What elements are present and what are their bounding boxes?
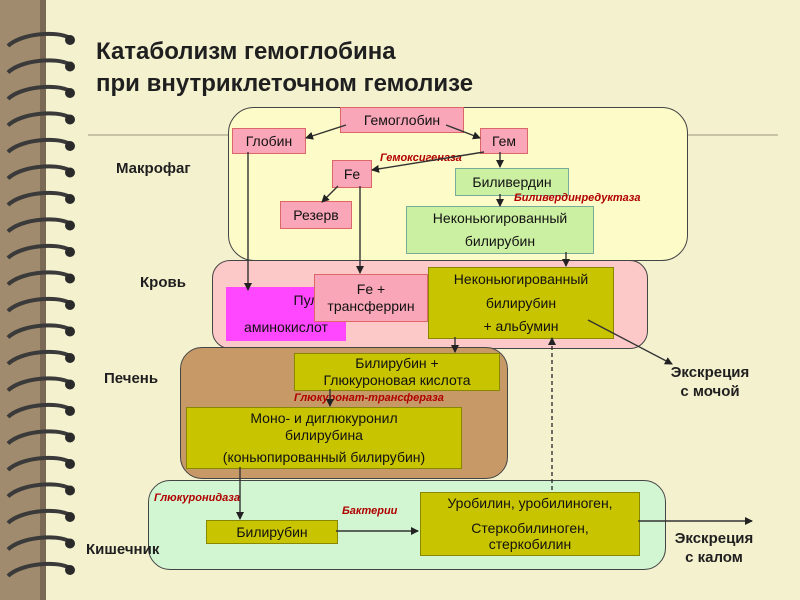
node-bilirubin-glucuronic-acid-line-2: Глюкуроновая кислота xyxy=(323,372,471,388)
node-unconjugated-bilirubin: Неконьюгированный билирубин xyxy=(406,206,594,254)
binding-ring xyxy=(6,508,71,525)
binding-ring xyxy=(6,111,71,128)
node-unconjugated-bilirubin-albumin-line-2: билирубин xyxy=(485,294,557,311)
node-mono-diglucuronide-line-1: Моно- и диглюкуронил xyxy=(250,409,398,426)
binding-hole xyxy=(65,379,75,390)
title-line-1: Катаболизм гемоглобина xyxy=(96,38,396,65)
node-mono-diglucuronide-line-2: билирубина xyxy=(285,426,363,443)
excretion-urine-line-1: Экскреция xyxy=(670,364,750,381)
binding-hole xyxy=(65,194,75,204)
binding-hole xyxy=(65,141,75,151)
enzyme-glucuronidase: Глюкуронидаза xyxy=(154,492,240,504)
binding-ring xyxy=(6,535,71,552)
node-hemoglobin: Гемоглобин xyxy=(340,107,464,133)
node-fe-transferrin-line-2: трансферрин xyxy=(327,298,415,314)
binding-ring xyxy=(6,58,71,75)
node-heme: Гем xyxy=(480,128,528,154)
node-mono-diglucuronide: Моно- и диглюкуронил билирубина (коньюпи… xyxy=(186,407,462,469)
binding-hole xyxy=(65,485,75,496)
binding-hole xyxy=(65,247,75,257)
node-unconjugated-bilirubin-albumin-line-3: + альбумин xyxy=(483,318,559,335)
binding-hole xyxy=(65,538,75,549)
arrow-heme-to-fe xyxy=(371,151,485,173)
binding-hole xyxy=(65,432,75,443)
row-label-intestine: Кишечник xyxy=(86,541,160,558)
excretion-feces-line-2: с калом xyxy=(685,548,743,566)
binding-ring xyxy=(6,243,71,260)
node-amino-acid-pool-line-2: аминокислот xyxy=(244,319,328,335)
binding-hole xyxy=(65,326,75,337)
node-fe-transferrin: Fe + трансферрин xyxy=(314,274,428,322)
binding-hole xyxy=(65,273,75,284)
row-label-liver: Печень xyxy=(104,370,159,387)
binding-hole xyxy=(65,406,75,416)
binding-ring xyxy=(6,217,71,234)
row-label-blood: Кровь xyxy=(140,274,186,291)
spiral-binding xyxy=(0,0,75,600)
excretion-feces: Экскреция с калом xyxy=(660,530,768,568)
binding-hole xyxy=(65,88,75,98)
node-fe: Fe xyxy=(332,160,372,188)
binding-hole xyxy=(65,565,75,575)
binding-ring xyxy=(6,561,71,578)
arrow-hemoglobin-to-heme xyxy=(445,124,481,140)
row-label-macrophage: Макрофаг xyxy=(116,160,191,177)
node-urobilin-stercobilin-line-2: Стеркобилиноген, xyxy=(471,519,589,536)
node-unconjugated-bilirubin-albumin: Неконьюгированный билирубин + альбумин xyxy=(428,267,614,339)
node-bilirubin-glucuronic-acid-line-1: Билирубин + xyxy=(355,355,439,372)
node-globin: Глобин xyxy=(232,128,306,154)
node-urobilin-stercobilin-line-3: стеркобилин xyxy=(488,536,572,553)
binding-hole xyxy=(65,61,75,72)
binding-ring xyxy=(6,402,71,419)
node-unconjugated-bilirubin-albumin-line-1: Неконьюгированный xyxy=(453,270,589,287)
binding-ring xyxy=(6,429,71,446)
arrow-albumin-to-urine xyxy=(587,319,673,365)
binding-hole xyxy=(65,512,75,522)
binding-ring xyxy=(6,323,71,340)
binding-ring xyxy=(6,482,71,499)
binding-hole xyxy=(65,459,75,469)
arrow-hemoglobin-to-globin xyxy=(305,124,347,140)
binding-ring xyxy=(6,349,71,366)
node-biliverdin: Биливердин xyxy=(455,168,569,196)
binding-hole xyxy=(65,220,75,231)
node-amino-acid-pool-line-1: Пул xyxy=(293,292,319,309)
binding-ring xyxy=(6,164,71,181)
binding-hole xyxy=(65,167,75,178)
binding-ring xyxy=(6,31,71,48)
excretion-feces-line-1: Экскреция xyxy=(674,530,754,547)
binding-ring xyxy=(6,84,71,101)
enzyme-biliverdin-reductase: Биливердинредуктаза xyxy=(514,192,641,204)
title-line-2: при внутриклеточном гемолизе xyxy=(96,70,474,97)
node-reserve: Резерв xyxy=(280,201,352,229)
enzyme-heme-oxygenase: Гемоксигеназа xyxy=(380,152,462,164)
node-fe-transferrin-line-1: Fe + xyxy=(356,281,386,298)
binding-ring xyxy=(6,190,71,207)
binding-ring xyxy=(6,270,71,287)
arrow-fe-to-reserve xyxy=(321,185,339,203)
binding-ring xyxy=(6,455,71,472)
node-unconjugated-bilirubin-line-2: билирубин xyxy=(464,233,536,249)
node-urobilin-stercobilin: Уробилин, уробилиноген, Стеркобилиноген,… xyxy=(420,492,640,556)
binding-hole xyxy=(65,114,75,125)
node-urobilin-stercobilin-line-1: Уробилин, уробилиноген, xyxy=(447,494,613,511)
node-gut-bilirubin: Билирубин xyxy=(206,520,338,544)
binding-ring xyxy=(6,296,71,313)
binding-ring xyxy=(6,376,71,393)
excretion-urine-line-2: с мочой xyxy=(680,382,740,400)
binding-hole xyxy=(65,35,75,45)
node-unconjugated-bilirubin-line-1: Неконьюгированный xyxy=(432,210,568,227)
binding-hole xyxy=(65,353,75,363)
node-bilirubin-glucuronic-acid: Билирубин + Глюкуроновая кислота xyxy=(294,353,500,391)
node-mono-diglucuronide-line-3: (коньюпированный билирубин) xyxy=(222,449,426,466)
binding-ring xyxy=(6,137,71,154)
enzyme-bacteria: Бактерии xyxy=(342,505,398,517)
excretion-urine: Экскреция с мочой xyxy=(656,364,764,402)
binding-hole xyxy=(65,300,75,310)
